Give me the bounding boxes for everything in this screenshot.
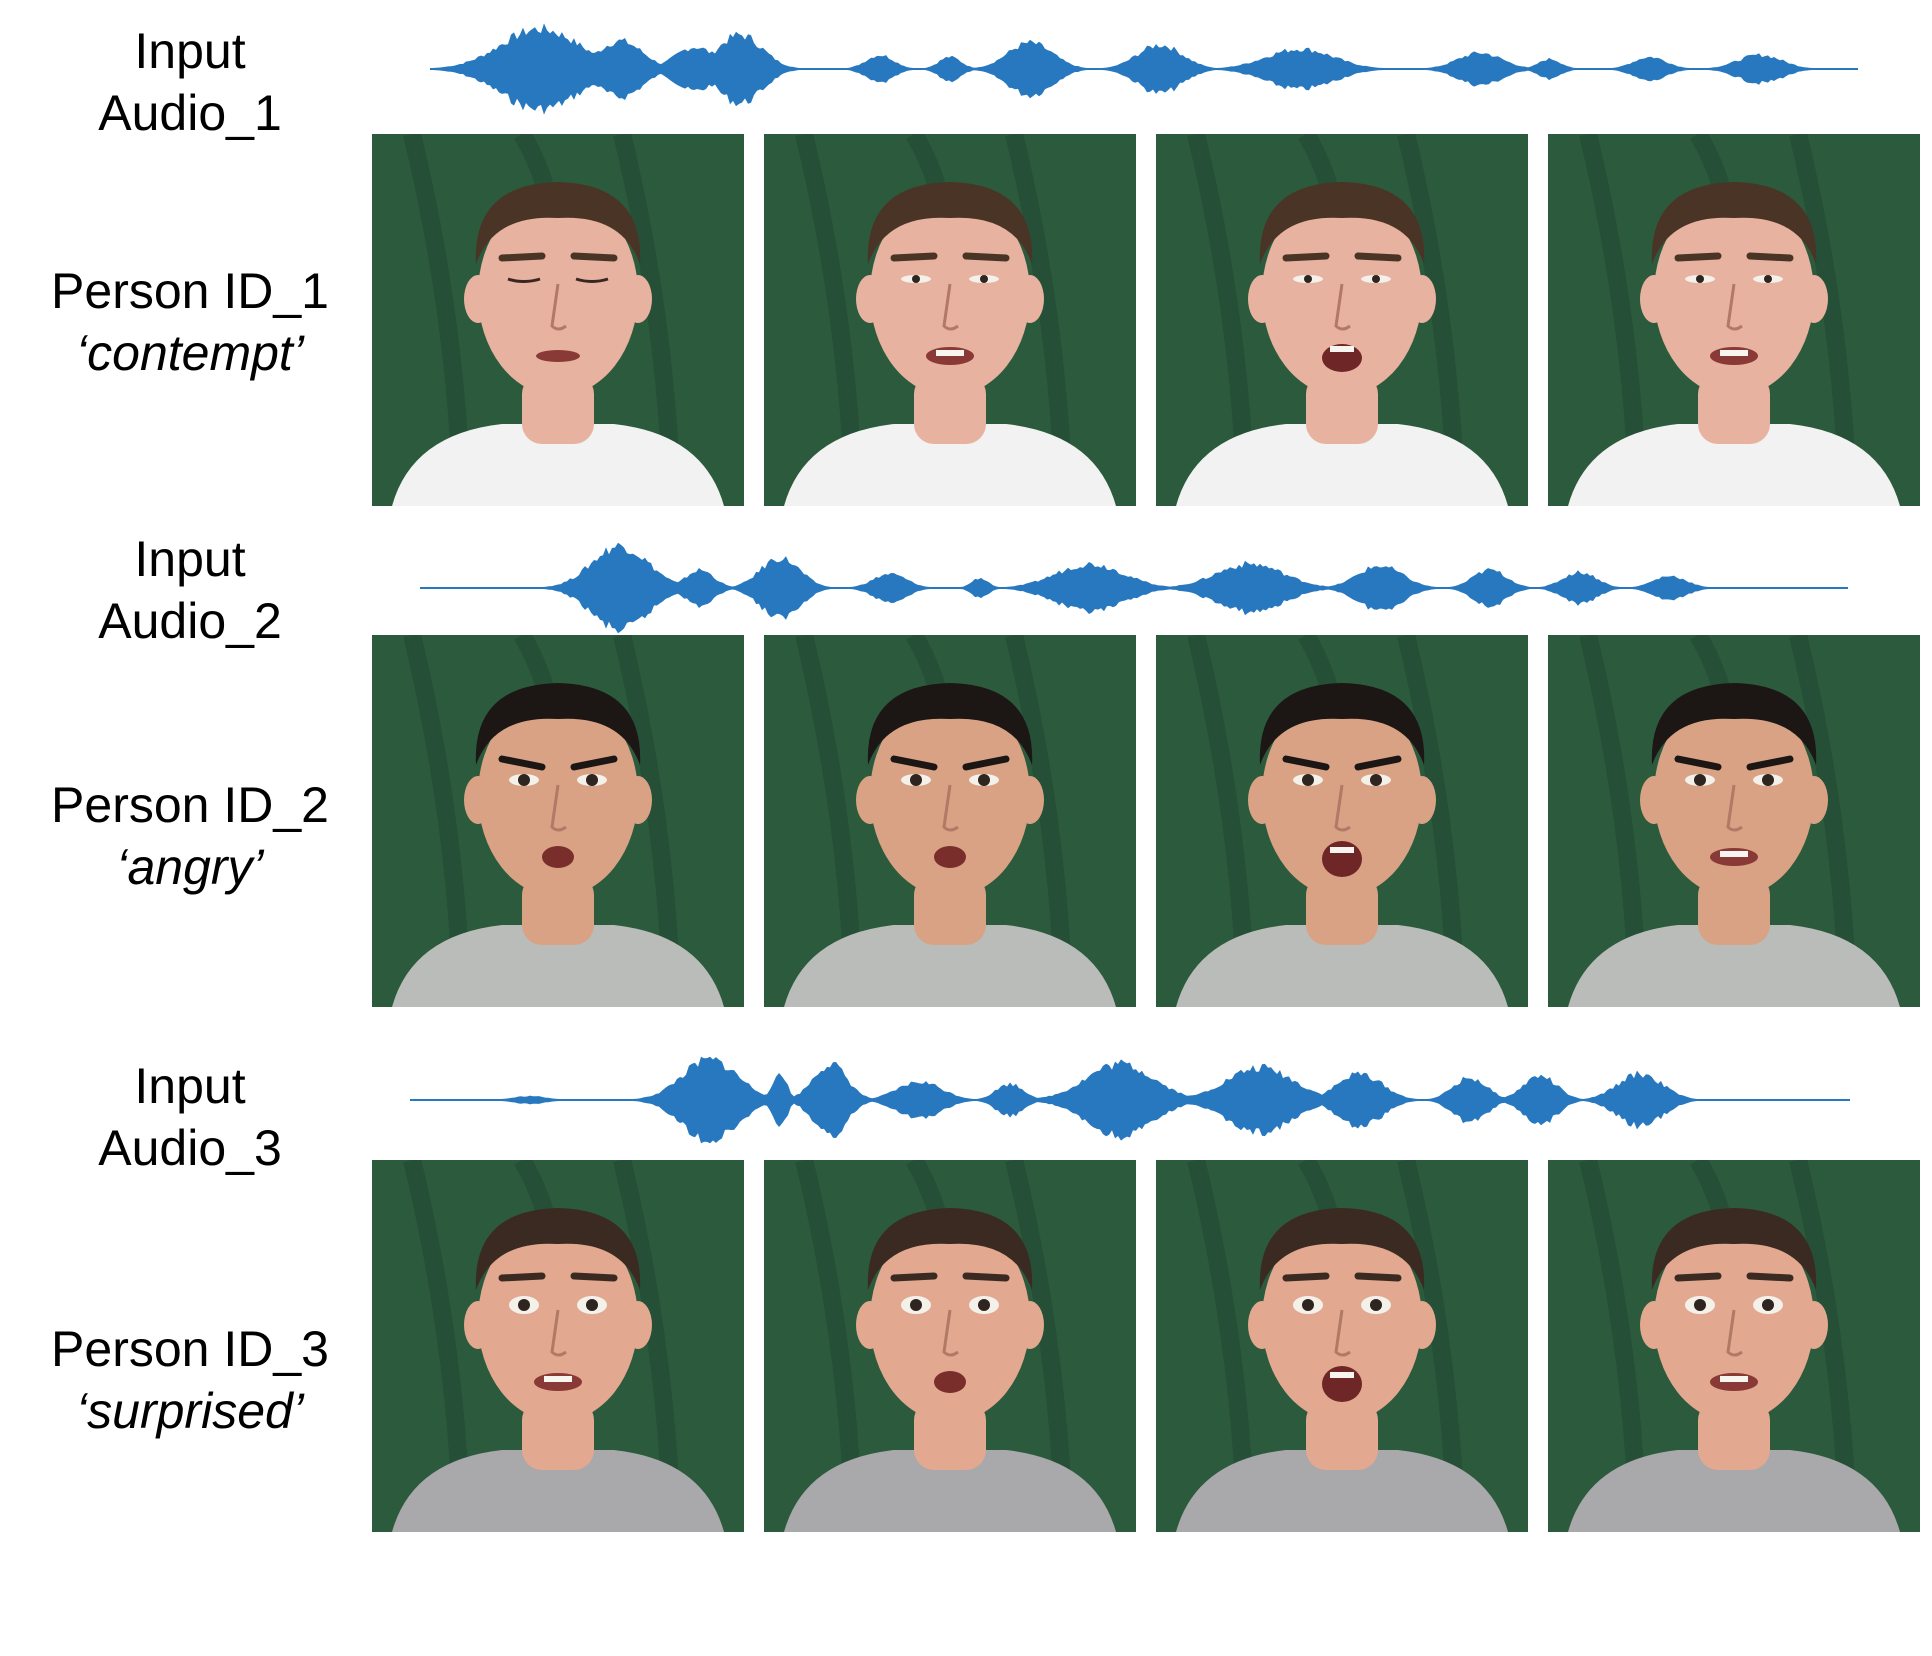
audio-label-2-line1: Input bbox=[134, 531, 246, 587]
person-label-2: Person ID_2 ‘angry’ bbox=[20, 774, 360, 898]
audio-label-1: Input Audio_1 bbox=[20, 20, 360, 144]
face-frame-2-2 bbox=[764, 635, 1136, 1007]
face-frame-3-1 bbox=[372, 1160, 744, 1532]
hair bbox=[1651, 182, 1817, 264]
waveform-shape bbox=[430, 23, 1858, 115]
face-frame-3-2 bbox=[764, 1160, 1136, 1532]
shirt bbox=[784, 1450, 1116, 1532]
face-frame-1-2 bbox=[764, 134, 1136, 506]
audio-label-3: Input Audio_3 bbox=[20, 1055, 360, 1179]
audio-label-1-line1: Input bbox=[134, 23, 246, 79]
face-illustration bbox=[764, 635, 1136, 1007]
face-frame-2-3 bbox=[1156, 635, 1528, 1007]
shirt bbox=[392, 424, 724, 506]
hair bbox=[475, 1208, 641, 1290]
face-illustration bbox=[1548, 134, 1920, 506]
shirt bbox=[784, 925, 1116, 1007]
audio-waveform-1 bbox=[430, 23, 1858, 115]
shirt bbox=[1176, 424, 1508, 506]
hair bbox=[1651, 683, 1817, 765]
hair bbox=[475, 182, 641, 264]
audio-waveform-3 bbox=[410, 1056, 1850, 1144]
hair bbox=[475, 683, 641, 765]
hair bbox=[1259, 1208, 1425, 1290]
audio-waveform-2 bbox=[420, 542, 1848, 634]
audio-label-2-line2: Audio_2 bbox=[98, 593, 282, 649]
face-illustration bbox=[1548, 635, 1920, 1007]
face-frame-1-4 bbox=[1548, 134, 1920, 506]
emotion-label-1: ‘contempt’ bbox=[76, 325, 304, 381]
shirt bbox=[1176, 1450, 1508, 1532]
waveform-shape bbox=[410, 1056, 1850, 1144]
hair bbox=[867, 683, 1033, 765]
face-illustration bbox=[764, 1160, 1136, 1532]
face-illustration bbox=[1156, 635, 1528, 1007]
person-id-3: Person ID_3 bbox=[51, 1321, 329, 1377]
hair bbox=[1259, 683, 1425, 765]
hair bbox=[1259, 182, 1425, 264]
person-id-2: Person ID_2 bbox=[51, 777, 329, 833]
person-label-3: Person ID_3 ‘surprised’ bbox=[20, 1318, 360, 1442]
hair bbox=[1651, 1208, 1817, 1290]
face-illustration bbox=[1156, 134, 1528, 506]
hair bbox=[867, 1208, 1033, 1290]
person-label-1: Person ID_1 ‘contempt’ bbox=[20, 260, 360, 384]
face-frame-2-1 bbox=[372, 635, 744, 1007]
face-illustration bbox=[372, 635, 744, 1007]
shirt bbox=[392, 1450, 724, 1532]
hair bbox=[867, 182, 1033, 264]
shirt bbox=[1568, 925, 1900, 1007]
shirt bbox=[1568, 424, 1900, 506]
emotion-label-3: ‘surprised’ bbox=[76, 1383, 304, 1439]
face-illustration bbox=[1548, 1160, 1920, 1532]
emotion-label-2: ‘angry’ bbox=[116, 839, 264, 895]
audio-label-2: Input Audio_2 bbox=[20, 528, 360, 652]
audio-label-3-line1: Input bbox=[134, 1058, 246, 1114]
face-frame-3-3 bbox=[1156, 1160, 1528, 1532]
audio-label-1-line2: Audio_1 bbox=[98, 85, 282, 141]
audio-label-3-line2: Audio_3 bbox=[98, 1120, 282, 1176]
face-illustration bbox=[372, 134, 744, 506]
shirt bbox=[392, 925, 724, 1007]
face-illustration bbox=[764, 134, 1136, 506]
face-frame-1-3 bbox=[1156, 134, 1528, 506]
person-id-1: Person ID_1 bbox=[51, 263, 329, 319]
shirt bbox=[1568, 1450, 1900, 1532]
face-illustration bbox=[1156, 1160, 1528, 1532]
shirt bbox=[784, 424, 1116, 506]
waveform-shape bbox=[420, 542, 1848, 634]
shirt bbox=[1176, 925, 1508, 1007]
face-frame-2-4 bbox=[1548, 635, 1920, 1007]
face-illustration bbox=[372, 1160, 744, 1532]
face-frame-1-1 bbox=[372, 134, 744, 506]
face-frame-3-4 bbox=[1548, 1160, 1920, 1532]
